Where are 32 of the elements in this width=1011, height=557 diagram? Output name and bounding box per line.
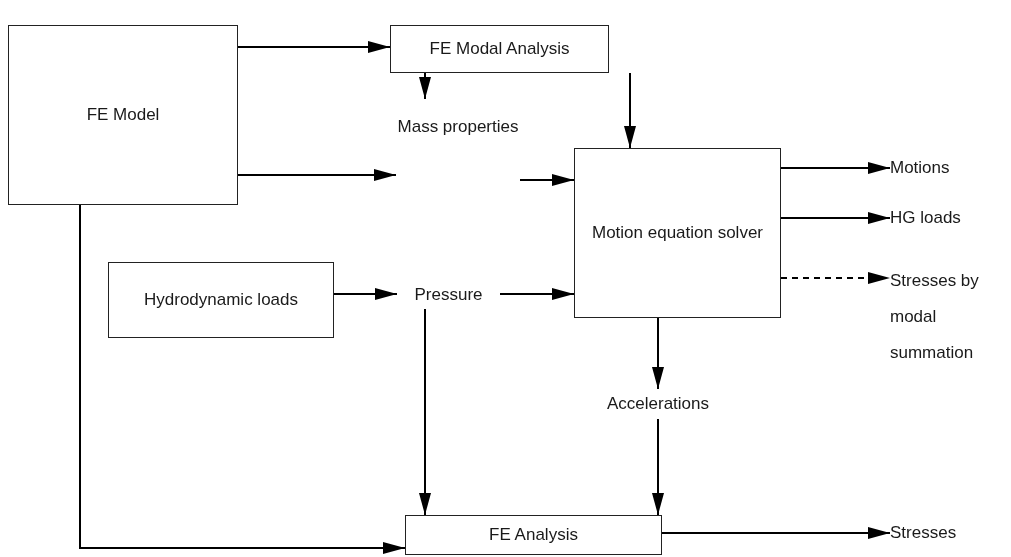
dashed-arrow [780,272,891,284]
flow-label: Motions [890,157,950,179]
flow-label: HG loads [890,207,961,229]
flow-label: Pressure [414,284,483,306]
arrow [780,162,891,174]
arrow [780,212,891,224]
arrow [237,169,397,181]
arrow [652,418,664,516]
arrow [419,308,431,516]
arrow [333,288,398,300]
arrow [519,174,575,186]
flow-label: Stresses [890,522,957,544]
box-label: Motion equation solver [590,222,764,244]
box-label: Hydrodynamic loads [143,289,299,311]
box-label: FE Modal Analysis [428,38,571,60]
process-box [405,515,662,555]
process-box [8,25,238,205]
box-label: FE Model [85,104,161,126]
flow-label: Mass properties [397,116,519,138]
process-box [390,25,609,73]
arrow [499,288,575,300]
arrow [79,204,406,554]
arrow [661,527,891,539]
flow-label: Accelerations [606,393,710,415]
flow-label: Stresses by modal summation [890,270,980,364]
arrow [652,317,664,390]
arrow [237,41,391,53]
box-label: FE Analysis [488,524,579,546]
process-box [574,148,781,318]
process-box [108,262,334,338]
arrow [419,72,431,100]
arrow [624,72,636,149]
